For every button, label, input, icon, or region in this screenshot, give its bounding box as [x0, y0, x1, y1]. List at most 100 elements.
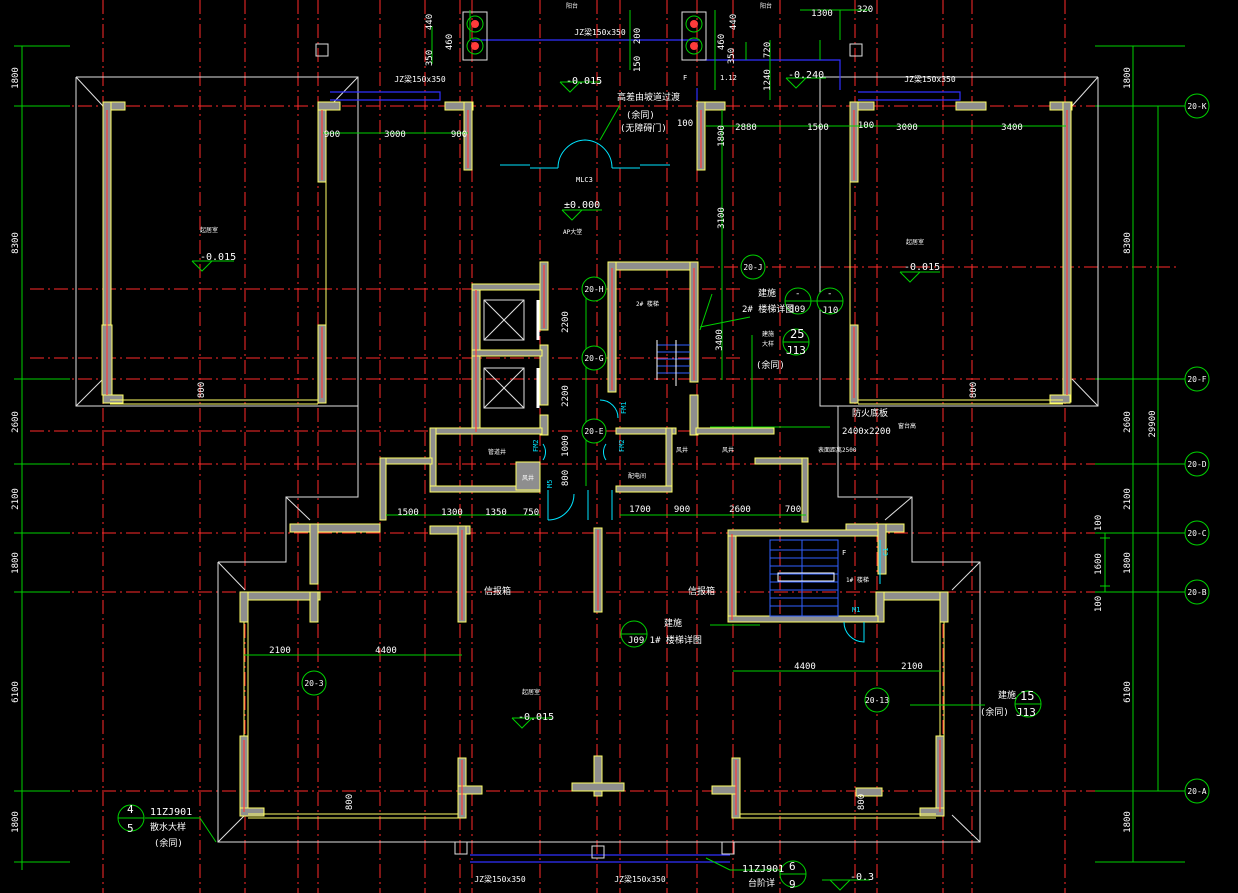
note-fire-door-2: (余同)	[626, 109, 655, 121]
note-room-small-1: 管道井	[488, 448, 506, 456]
dim-riser-j: 1240	[763, 69, 773, 91]
note-yutong-2: (余同)	[980, 706, 1009, 718]
left-dim-1: 1800	[11, 67, 21, 89]
elev-lobby: ±0.000	[564, 200, 600, 211]
dim-riser-f: 440	[729, 14, 739, 30]
right-dim-3: 2600	[1123, 411, 1133, 433]
grid-label-20-E: 20-E	[584, 427, 603, 436]
grid-bubble-20-D	[1184, 451, 1210, 477]
dim-riser-c: 350	[425, 50, 435, 66]
dim-window-c: 800	[345, 794, 355, 810]
grid-label-20-13: 20-13	[865, 696, 889, 705]
right-grid-bubbles	[1184, 93, 1210, 804]
dim-left-room-b: 3000	[384, 130, 406, 140]
right-small-1: 100	[1094, 515, 1104, 531]
dim-lower-right-b: 2100	[901, 662, 923, 672]
dimension-texts: 900 3000 900 100 2880 1500 100 3000 3400…	[197, 5, 1023, 810]
grid-label-20-G: 20-G	[584, 354, 603, 363]
note-j15: 15	[1020, 689, 1034, 703]
annotation-texts: 高差由坡道过渡 (余同) (无障碍门) MLC3 AP大堂 起居室 起居室 起居…	[127, 2, 1036, 891]
grid-label-20-C: 20-C	[1187, 529, 1206, 538]
dim-core-c: 1000	[561, 435, 571, 457]
right-dimension-chain	[1095, 45, 1185, 863]
grid-label-20-F: 20-F	[1187, 375, 1206, 384]
dim-window-d: 800	[857, 794, 867, 810]
risers	[315, 11, 863, 859]
dim-top-right-b: 320	[857, 5, 873, 15]
dim-left-room-c: 900	[451, 130, 467, 140]
dim-bottom-left-a: 1500	[397, 508, 419, 518]
elev-small: 1.12	[720, 74, 737, 82]
dim-core-a: 2200	[561, 311, 571, 333]
beam-label-2: JZ梁150x350	[394, 75, 446, 84]
note-fire-door-1: 高差由坡道过渡	[617, 91, 680, 103]
dim-riser-e: 150	[633, 56, 643, 72]
grid-label-20-J: 20-J	[743, 263, 762, 272]
dim-stair-a: 1800	[717, 125, 727, 147]
note-yangtai-1: 阳台	[566, 2, 578, 10]
dim-lower-right-a: 4400	[794, 662, 816, 672]
note-j10: J10	[822, 306, 838, 316]
note-room-left: 起居室	[200, 226, 218, 234]
windows	[110, 180, 1063, 819]
dim-riser-b: 460	[445, 34, 455, 50]
dim-right-room-a: 100	[677, 119, 693, 129]
stair-1	[769, 539, 839, 617]
dim-lower-left-b: 4400	[375, 646, 397, 656]
left-dimension-chain	[14, 45, 70, 870]
right-dim-6: 6100	[1123, 681, 1133, 703]
beam-label-5: JZ梁150x350	[614, 875, 666, 884]
note-ref-4: 4	[127, 803, 134, 816]
grid-bubble-20-B	[1184, 579, 1210, 605]
note-dapu: 大样	[762, 340, 774, 348]
note-jianshi-3: 建施	[664, 617, 682, 629]
elev-room-right: -0.015	[904, 262, 940, 273]
left-dimension-texts: 1800 8300 2600 2100 1800 6100 1800	[11, 67, 21, 833]
doors	[500, 139, 881, 643]
riser-2	[685, 15, 703, 33]
dim-window-a: 800	[197, 382, 207, 398]
note-j09: J09	[789, 305, 805, 315]
dim-window-b: 800	[969, 382, 979, 398]
note-fire-window: 防火底板	[852, 407, 888, 419]
riser-1	[466, 15, 484, 33]
note-jianshi-4: 建施	[998, 689, 1016, 701]
elev-top-right: -0.240	[788, 70, 824, 81]
left-dim-2: 8300	[11, 232, 21, 254]
grid-bubble-20-C	[1184, 520, 1210, 546]
note-stair-detail-2: 2# 楼梯详图	[742, 303, 794, 315]
note-dash-1: -	[795, 289, 800, 299]
note-window: 表面距离2500	[818, 446, 857, 454]
dim-riser-a: 440	[425, 14, 435, 30]
note-ref-9: 9	[789, 878, 796, 891]
note-dash-2: -	[827, 289, 832, 299]
note-fm2-b: FM2	[618, 439, 626, 452]
dim-stair-c: 3400	[715, 329, 725, 351]
note-xinbaoxiang-2: 信报箱	[688, 585, 715, 597]
dim-riser-i: 720	[763, 42, 773, 58]
dim-core-b: 2200	[561, 385, 571, 407]
grid-label-20-A: 20-A	[1187, 787, 1206, 796]
dim-bottom-left-b: 1300	[441, 508, 463, 518]
right-small-2: 1600	[1094, 553, 1104, 575]
note-fire-window-size: 2400x2200	[842, 427, 891, 437]
right-dim-7: 1800	[1123, 811, 1133, 833]
grid-bubble-20-E	[581, 418, 607, 444]
dim-right-room-f: 3400	[1001, 123, 1023, 133]
note-room-small-3: 配电间	[628, 472, 646, 480]
note-c1: C1	[882, 548, 890, 556]
note-room-lower: 起居室	[522, 688, 540, 696]
right-dimension-texts: 1800 8300 2600 2100 1800 6100 1800 29900…	[1094, 67, 1158, 833]
note-yutong-3: (余同)	[154, 837, 183, 849]
note-ref-5: 5	[127, 822, 134, 835]
note-window-2: 窗台高	[898, 422, 916, 430]
note-m1: M1	[852, 606, 860, 614]
dim-bottom-right-a: 1700	[629, 505, 651, 515]
dim-bottom-right-d: 700	[785, 505, 801, 515]
grid-label-20-D: 20-D	[1187, 460, 1206, 469]
note-mlc3: MLC3	[576, 176, 593, 184]
note-stair2: 2# 楼梯	[636, 300, 659, 308]
note-f-1: F	[683, 74, 687, 82]
